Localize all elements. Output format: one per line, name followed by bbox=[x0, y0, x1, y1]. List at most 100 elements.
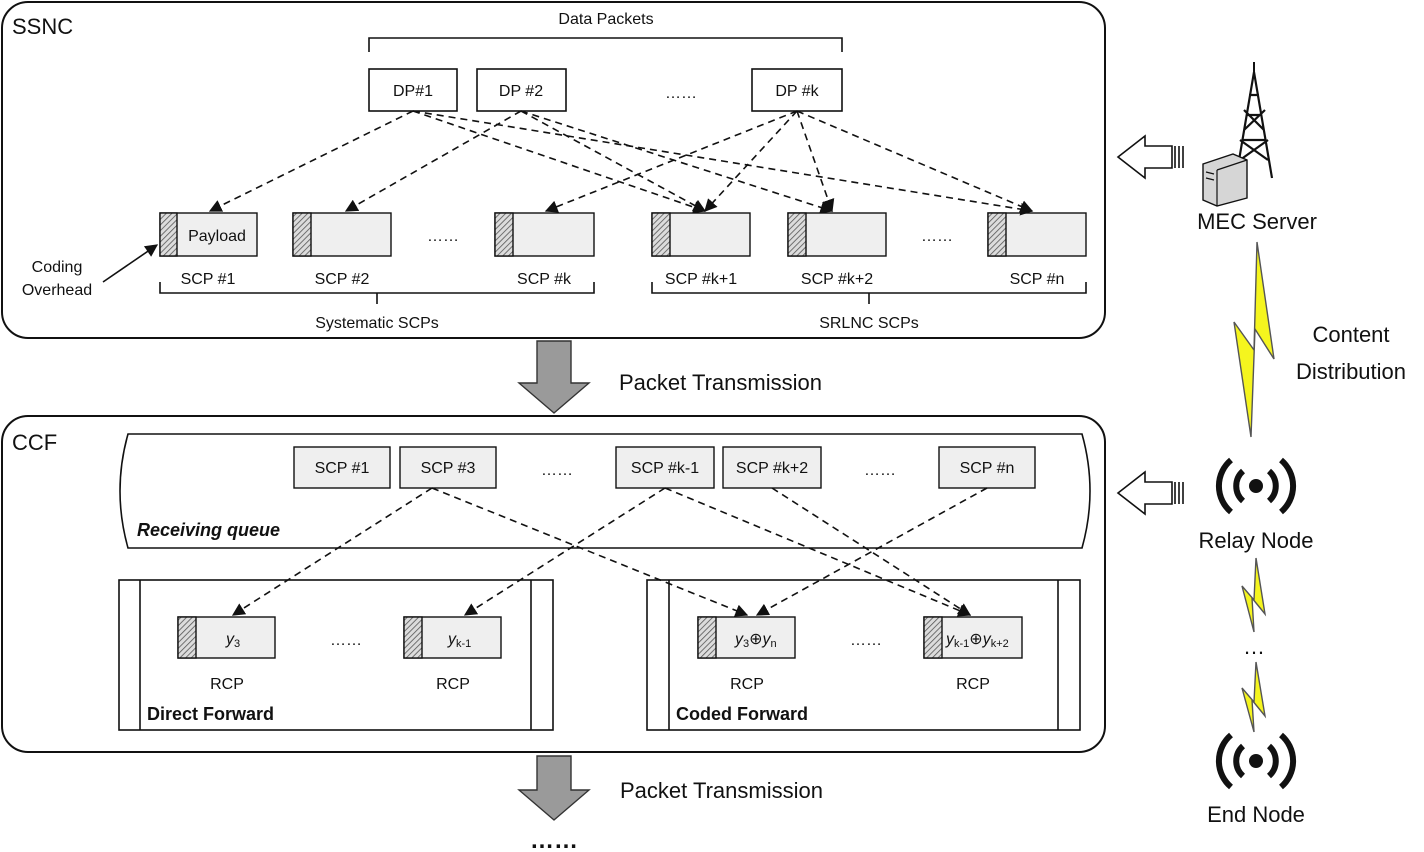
srlnc-scps-label: SRLNC SCPs bbox=[819, 315, 919, 332]
rcp-y3-subscript: 3 bbox=[234, 638, 240, 650]
rcp-ellipsis-1: …… bbox=[330, 632, 362, 649]
scp-label-2: SCP #2 bbox=[315, 271, 370, 288]
rcp-label-3: RCP bbox=[730, 676, 764, 693]
left-block-arrow-icon-1 bbox=[1116, 134, 1173, 180]
svg-text:y3⊕yn: y3⊕yn bbox=[734, 631, 777, 650]
lightning-bolt-icon-3 bbox=[1241, 661, 1267, 733]
dp-box-1: DP#1 bbox=[368, 68, 458, 112]
rcp-y3-symbol: y bbox=[225, 631, 235, 648]
scp-label-1: SCP #1 bbox=[181, 271, 236, 288]
wireless-node-icon-end bbox=[1215, 732, 1297, 790]
queue-ellipsis-2: …… bbox=[864, 462, 896, 479]
coding-overhead-line-1: Coding bbox=[32, 259, 83, 276]
coded1-b-subscript: n bbox=[771, 638, 777, 650]
queue-packet-n-label: SCP #n bbox=[960, 460, 1015, 477]
server-tower-icon bbox=[1202, 62, 1274, 207]
svg-text:yk-1: yk-1 bbox=[447, 631, 471, 650]
left-block-arrow-stripes-1 bbox=[1174, 146, 1184, 168]
direct-forward-container bbox=[118, 579, 554, 731]
receiving-queue-label: Receiving queue bbox=[137, 520, 280, 540]
svg-text:y3: y3 bbox=[225, 631, 240, 650]
coded2-b-subscript: k+2 bbox=[991, 638, 1009, 650]
down-block-arrow-icon bbox=[517, 340, 591, 414]
rcp-label-1: RCP bbox=[210, 676, 244, 693]
down-block-arrow-icon-2 bbox=[517, 755, 591, 821]
scp-label-k: SCP #k bbox=[517, 271, 572, 288]
lightning-bolt-icon-2 bbox=[1241, 557, 1267, 633]
scp-label-k2: SCP #k+2 bbox=[801, 271, 873, 288]
ccf-label: CCF bbox=[12, 430, 57, 455]
scp-box-2 bbox=[292, 212, 392, 257]
queue-packet-k2: SCP #k+2 bbox=[722, 446, 822, 489]
srlnc-brace bbox=[651, 282, 1087, 304]
rcp-box-coded-2: yk-1⊕yk+2 bbox=[923, 616, 1023, 659]
rcp-box-y3: y3 bbox=[177, 616, 276, 659]
node-ellipsis: … bbox=[1243, 634, 1265, 659]
coded2-a-subscript: k-1 bbox=[954, 638, 969, 650]
rcp-yk1-symbol: y bbox=[447, 631, 457, 648]
relay-node-label: Relay Node bbox=[1199, 528, 1314, 553]
ssnc-coding-arrows bbox=[208, 110, 1034, 216]
coded2-a-symbol: y bbox=[945, 631, 955, 648]
mec-server-label: MEC Server bbox=[1197, 209, 1317, 234]
scp-ellipsis-1: …… bbox=[427, 228, 459, 245]
scp-box-k bbox=[494, 212, 595, 257]
scp-box-1: Payload bbox=[159, 212, 258, 257]
dp-box-1-label: DP#1 bbox=[393, 83, 433, 100]
rcp-box-coded-1: y3⊕yn bbox=[697, 616, 796, 659]
data-packets-brace bbox=[368, 37, 843, 52]
wireless-node-icon bbox=[1215, 457, 1297, 515]
coded-forward-label: Coded Forward bbox=[676, 704, 808, 724]
end-node-label: End Node bbox=[1207, 802, 1305, 827]
ccf-forward-arrows bbox=[231, 487, 988, 617]
dp-box-k: DP #k bbox=[751, 68, 843, 112]
rcp-yk1-subscript: k-1 bbox=[456, 638, 471, 650]
queue-packet-3: SCP #3 bbox=[399, 446, 497, 489]
rcp-box-yk1: yk-1 bbox=[403, 616, 502, 659]
packet-transmission-label-2: Packet Transmission bbox=[620, 778, 823, 803]
data-packets-label: Data Packets bbox=[558, 11, 653, 28]
coding-overhead-arrow bbox=[102, 244, 159, 283]
systematic-brace bbox=[159, 282, 595, 304]
lightning-bolt-icon-1 bbox=[1233, 241, 1275, 438]
queue-packet-n: SCP #n bbox=[938, 446, 1036, 489]
left-block-arrow-icon-2 bbox=[1116, 470, 1173, 516]
scp-box-k2 bbox=[787, 212, 887, 257]
coded1-xor-symbol: ⊕ bbox=[749, 631, 762, 648]
rcp-label-4: RCP bbox=[956, 676, 990, 693]
scp-label-k1: SCP #k+1 bbox=[665, 271, 737, 288]
direct-forward-label: Direct Forward bbox=[147, 704, 274, 724]
queue-packet-1-label: SCP #1 bbox=[315, 460, 370, 477]
queue-packet-k-1: SCP #k-1 bbox=[615, 446, 715, 489]
scp-box-k1 bbox=[651, 212, 751, 257]
scp-label-n: SCP #n bbox=[1010, 271, 1065, 288]
rcp-ellipsis-2: …… bbox=[850, 632, 882, 649]
queue-packet-k2-label: SCP #k+2 bbox=[736, 460, 808, 477]
coded1-a-symbol: y bbox=[734, 631, 744, 648]
systematic-scps-label: Systematic SCPs bbox=[315, 315, 439, 332]
coding-overhead-line-2: Overhead bbox=[22, 282, 92, 299]
payload-label: Payload bbox=[188, 228, 246, 245]
scp-box-n bbox=[987, 212, 1087, 257]
coded2-b-symbol: y bbox=[982, 631, 992, 648]
coded1-b-symbol: y bbox=[762, 631, 772, 648]
content-distribution-line-2: Distribution bbox=[1296, 359, 1406, 384]
dp-ellipsis: …… bbox=[665, 85, 697, 102]
queue-ellipsis-1: …… bbox=[541, 462, 573, 479]
queue-packet-1: SCP #1 bbox=[293, 446, 391, 489]
queue-packet-k-1-label: SCP #k-1 bbox=[631, 460, 699, 477]
bottom-ellipsis: …… bbox=[530, 827, 578, 852]
dp-box-2-label: DP #2 bbox=[499, 83, 543, 100]
dp-box-k-label: DP #k bbox=[775, 83, 819, 100]
coded1-a-subscript: 3 bbox=[743, 638, 749, 650]
packet-transmission-label-1: Packet Transmission bbox=[619, 370, 822, 395]
svg-text:yk-1⊕yk+2: yk-1⊕yk+2 bbox=[945, 631, 1009, 650]
content-distribution-line-1: Content bbox=[1312, 322, 1389, 347]
queue-packet-3-label: SCP #3 bbox=[421, 460, 476, 477]
dp-box-2: DP #2 bbox=[476, 68, 567, 112]
scp-ellipsis-2: …… bbox=[921, 228, 953, 245]
ssnc-label: SSNC bbox=[12, 14, 73, 39]
left-block-arrow-stripes-2 bbox=[1174, 482, 1184, 504]
rcp-label-2: RCP bbox=[436, 676, 470, 693]
